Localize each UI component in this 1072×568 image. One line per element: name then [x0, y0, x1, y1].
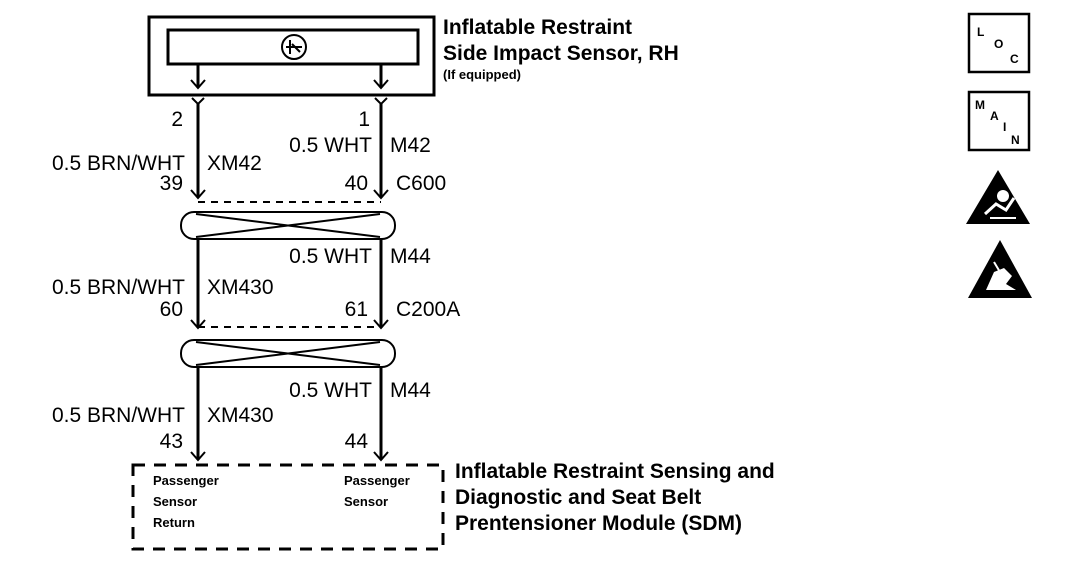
c200a-connector	[180, 326, 396, 368]
esd-caution-icon[interactable]	[968, 240, 1032, 298]
module-title-line1: Inflatable Restraint Sensing and	[455, 460, 775, 483]
segment1-right-wire: 0.5 WHT	[289, 134, 372, 157]
module-title-line3: Prentensioner Module (SDM)	[455, 512, 742, 535]
c600-connector	[180, 201, 396, 240]
module-right-pin-line2: Sensor	[344, 494, 388, 509]
sdm-module	[131, 463, 445, 551]
module-left-pin-line2: Sensor	[153, 494, 197, 509]
segment3-right-circuit: M44	[390, 379, 431, 402]
wire-segment-1	[190, 97, 389, 200]
main-icon-letter-4: N	[1011, 133, 1020, 147]
segment2-left-wire: 0.5 BRN/WHT	[52, 276, 185, 299]
module-right-pin-line1: Passenger	[344, 473, 410, 488]
wire-segment-3	[190, 367, 389, 462]
sensor-title-line2: Side Impact Sensor, RH	[443, 42, 679, 65]
main-icon-letter-3: I	[1003, 120, 1006, 134]
module-pin-left: 43	[160, 430, 183, 453]
sensor-title-line1: Inflatable Restraint	[443, 16, 632, 39]
segment3-left-circuit: XM430	[207, 404, 274, 427]
segment2-left-circuit: XM430	[207, 276, 274, 299]
module-title-line2: Diagnostic and Seat Belt	[455, 486, 701, 509]
c200a-left-pin: 60	[160, 298, 183, 321]
segment3-right-wire: 0.5 WHT	[289, 379, 372, 402]
segment1-left-wire: 0.5 BRN/WHT	[52, 152, 185, 175]
loc-icon[interactable]: L O C	[967, 12, 1031, 74]
module-left-pin-line1: Passenger	[153, 473, 219, 488]
module-left-pin-line3: Return	[153, 515, 195, 530]
segment2-right-circuit: M44	[390, 245, 431, 268]
loc-icon-letter-3: C	[1010, 52, 1019, 66]
c600-right-pin: 40	[345, 172, 368, 195]
side-impact-sensor	[147, 15, 436, 97]
loc-icon-letter-2: O	[994, 37, 1003, 51]
c200a-right-pin: 61	[345, 298, 368, 321]
sensor-pin-right: 1	[358, 108, 370, 131]
main-icon-letter-1: M	[975, 98, 985, 112]
c600-left-pin: 39	[160, 172, 183, 195]
segment1-left-circuit: XM42	[207, 152, 262, 175]
module-pin-right: 44	[345, 430, 369, 453]
segment3-left-wire: 0.5 BRN/WHT	[52, 404, 185, 427]
c200a-connector-label: C200A	[396, 298, 460, 321]
c600-connector-label: C600	[396, 172, 446, 195]
segment1-right-circuit: M42	[390, 134, 431, 157]
main-icon[interactable]: M A I N	[967, 90, 1031, 152]
main-icon-letter-2: A	[990, 109, 999, 123]
segment2-right-wire: 0.5 WHT	[289, 245, 372, 268]
sensor-note: (If equipped)	[443, 67, 521, 82]
sensor-pin-left: 2	[171, 108, 183, 131]
loc-icon-letter-1: L	[977, 25, 984, 39]
sensor-symbol-icon	[281, 34, 307, 60]
airbag-caution-icon[interactable]	[966, 170, 1030, 224]
